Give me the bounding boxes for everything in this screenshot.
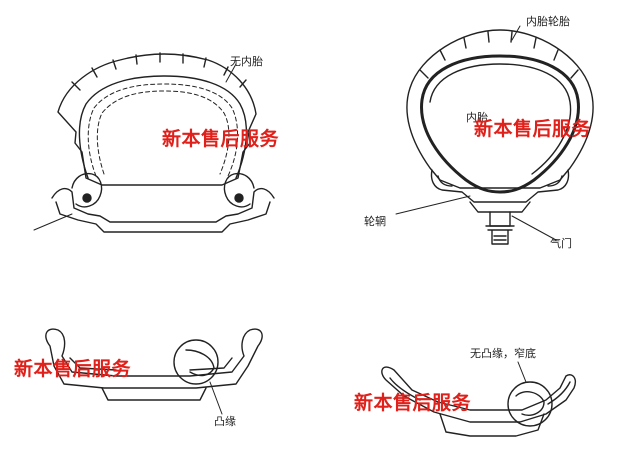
watermark-top-left: 新本售后服务 [162,128,280,150]
flange-label: 凸缘 [214,415,236,428]
watermark-bottom-left: 新本售后服务 [14,358,132,380]
no-flange-narrow-base-label: 无凸缘，窄底 [470,347,536,360]
flange-rim-drawing [45,328,263,415]
inner-tube-label: 内胎 [466,111,488,124]
tubeless-tire-drawing [33,52,275,233]
rim-label: 轮辋 [364,215,386,228]
valve-label: 气门 [550,237,572,250]
outer-tire-label: 内胎轮胎 [526,15,570,28]
tube-type-tire-drawing [395,25,594,245]
watermark-bottom-right: 新本售后服务 [354,392,472,414]
flat-rim-drawing [381,361,576,437]
watermark-top-right: 新本售后服务 [474,118,592,140]
tubeless-label: 无内胎 [230,55,263,68]
